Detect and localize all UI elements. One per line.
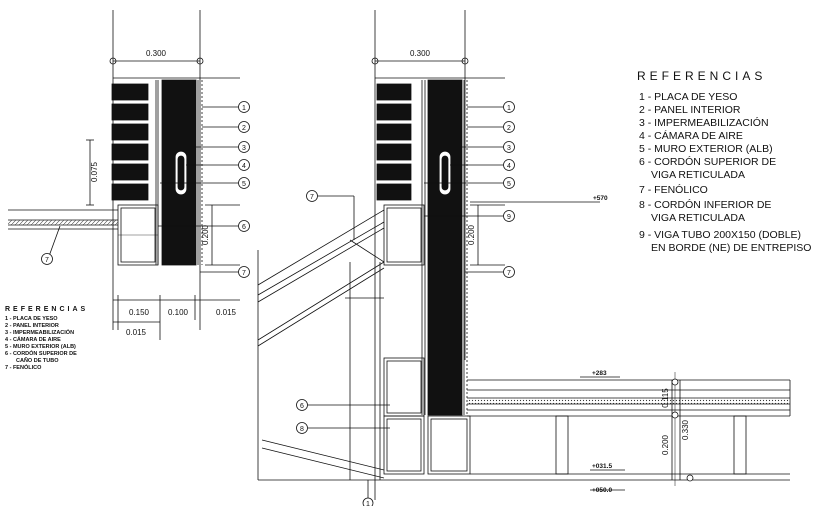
ref-main-list: 1 - PLACA DE YESO 2 - PANEL INTERIOR 3 -… [639, 91, 811, 254]
dim-total-height: 0.330 [681, 419, 690, 440]
ref-main-item: 5 - MURO EXTERIOR (ALB) [639, 143, 773, 155]
ref-main-item: EN BORDE (NE) DE ENTREPISO [651, 242, 811, 254]
ref-small-item: 7 - FENÓLICO [5, 363, 42, 371]
dim-left-side-height: 0.075 [90, 161, 99, 182]
dim-bottom-c: 0.015 [216, 308, 237, 317]
bubble-3: 3 [507, 145, 511, 152]
dim-lower-beam-height: 0.200 [661, 434, 670, 455]
bubble-1: 1 [507, 105, 511, 112]
ref-main-item: 8 - CORDÓN INFERIOR DE [639, 198, 771, 211]
ref-main-item: VIGA RETICULADA [651, 212, 745, 224]
dim-left-beam-height: 0.200 [201, 224, 210, 245]
ref-main-item: 4 - CÁMARA DE AIRE [639, 129, 743, 142]
bubble-5: 5 [507, 181, 511, 188]
bubble-7-truss: 7 [310, 194, 314, 201]
left-detail [8, 10, 240, 340]
ref-small-list: 1 - PLACA DE YESO 2 - PANEL INTERIOR 3 -… [5, 316, 77, 371]
ref-main-item: 2 - PANEL INTERIOR [639, 104, 741, 116]
ref-small-item: 6 - CORDÓN SUPERIOR DE [5, 349, 77, 357]
dim-right-beam-height: 0.200 [467, 224, 476, 245]
ref-small-item: 1 - PLACA DE YESO [5, 316, 58, 322]
ref-main-item: 9 - VIGA TUBO 200X150 (DOBLE) [639, 229, 801, 241]
dim-bottom-a: 0.150 [129, 308, 150, 317]
level-lower-a: +031.5 [592, 463, 612, 470]
level-lower-b: +050.0 [592, 487, 612, 494]
bubble-4: 4 [242, 163, 246, 170]
bubble-2: 2 [507, 125, 511, 132]
level-slab: +283 [592, 370, 607, 377]
bubble-7-slab: 7 [45, 257, 49, 264]
ref-small-item: 4 - CÁMARA DE AIRE [5, 336, 61, 343]
bubble-4: 4 [507, 163, 511, 170]
ref-main-item: 1 - PLACA DE YESO [639, 91, 737, 103]
ref-main-item: 7 - FENÓLICO [639, 183, 708, 196]
level-top: +570 [593, 195, 608, 202]
bubble-6: 6 [300, 403, 304, 410]
dim-bottom-d: 0.015 [126, 328, 147, 337]
bubble-6: 6 [242, 224, 246, 231]
bubble-9: 9 [507, 214, 511, 221]
bubble-2: 2 [242, 125, 246, 132]
ref-small-item: 5 - MURO EXTERIOR (ALB) [5, 344, 76, 350]
ref-small-title: REFERENCIAS [5, 306, 88, 313]
ref-small-item: 3 - IMPERMEABILIZACIÓN [5, 328, 74, 336]
ref-main-title: REFERENCIAS [637, 69, 766, 83]
bubble-1: 1 [242, 105, 246, 112]
dim-slab-thickness: 0.115 [661, 388, 670, 408]
ref-small-item: 2 - PANEL INTERIOR [5, 323, 59, 329]
dim-right-width: 0.300 [410, 49, 431, 58]
right-bubbles [296, 101, 694, 506]
left-bubbles [41, 101, 250, 278]
ref-main-item: 6 - CORDÓN SUPERIOR DE [639, 155, 776, 168]
bubble-3: 3 [242, 145, 246, 152]
ref-main-item: VIGA RETICULADA [651, 169, 745, 181]
bubble-8: 8 [300, 426, 304, 433]
right-detail [257, 10, 791, 500]
ref-main-item: 3 - IMPERMEABILIZACIÓN [639, 116, 769, 129]
bubble-1-base: 1 [366, 501, 370, 506]
dim-bottom-b: 0.100 [168, 308, 189, 317]
bubble-7: 7 [242, 270, 246, 277]
ref-small-item: CAÑO DE TUBO [16, 357, 59, 364]
dim-left-width: 0.300 [146, 49, 167, 58]
bubble-7: 7 [507, 270, 511, 277]
bubble-5: 5 [242, 181, 246, 188]
